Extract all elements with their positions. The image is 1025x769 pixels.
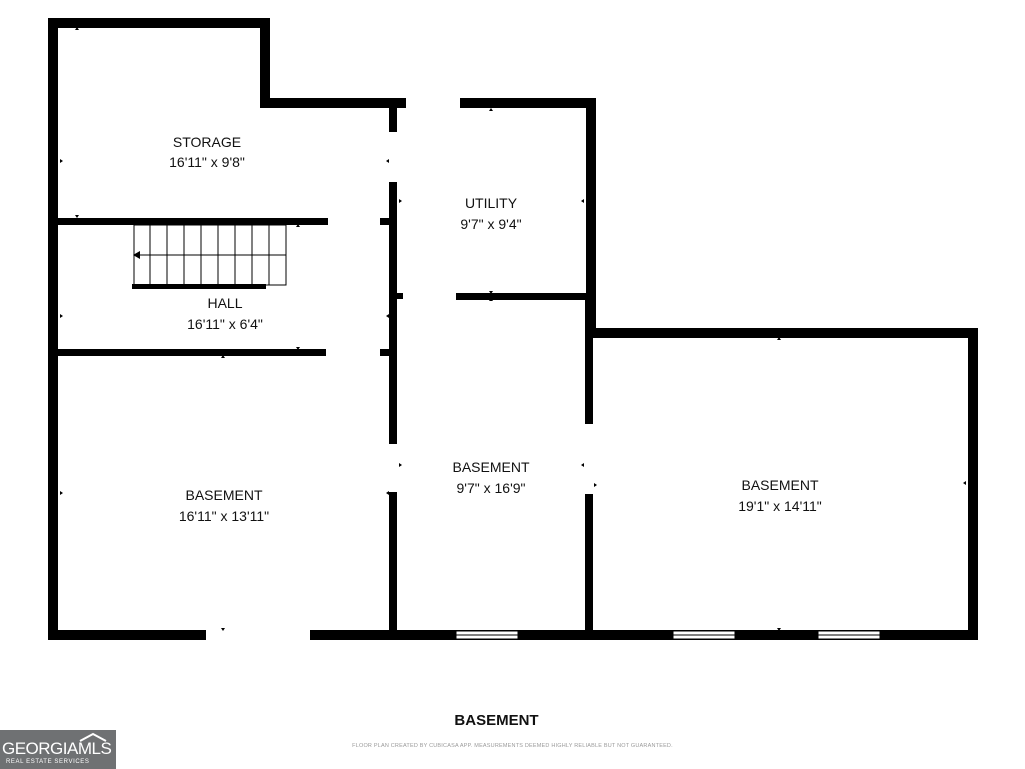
windows xyxy=(455,630,881,640)
walls xyxy=(48,18,978,640)
room-dims-basement-2: 9'7" x 16'9" xyxy=(457,480,526,496)
wall xyxy=(48,630,206,640)
wall xyxy=(48,18,58,640)
logo-accent-text: MLS xyxy=(77,739,112,758)
wall xyxy=(397,293,403,299)
plan-title: BASEMENT xyxy=(454,712,539,729)
wall xyxy=(58,218,328,225)
logo-main-text: GEORGIA xyxy=(2,739,78,758)
wall xyxy=(460,98,596,108)
room-dims-storage: 16'11" x 9'8" xyxy=(169,154,245,170)
logo-subtitle: REAL ESTATE SERVICES xyxy=(6,759,90,765)
room-name-basement-1: BASEMENT xyxy=(185,487,262,503)
room-name-utility: UTILITY xyxy=(465,195,518,211)
wall xyxy=(389,108,397,132)
wall xyxy=(48,18,270,28)
stair-arrow-icon xyxy=(133,251,140,259)
room-name-storage: STORAGE xyxy=(173,134,241,150)
room-dims-basement-1: 16'11" x 13'11" xyxy=(179,508,269,524)
georgia-mls-logo: GEORGIAMLS REAL ESTATE SERVICES xyxy=(0,730,116,769)
room-dims-hall: 16'11" x 6'4" xyxy=(187,316,263,332)
stair-rail xyxy=(132,284,266,289)
wall xyxy=(260,18,270,108)
wall xyxy=(456,293,588,300)
wall xyxy=(585,494,593,632)
wall xyxy=(260,98,406,108)
room-name-basement-2: BASEMENT xyxy=(452,459,529,475)
room-dims-utility: 9'7" x 9'4" xyxy=(460,216,521,232)
measurement-ticks xyxy=(60,27,966,631)
roof-icon xyxy=(79,732,107,742)
wall xyxy=(586,328,978,338)
wall xyxy=(968,328,978,640)
wall xyxy=(58,349,326,356)
room-name-basement-3: BASEMENT xyxy=(741,477,818,493)
wall xyxy=(389,492,397,632)
wall xyxy=(380,218,390,225)
wall xyxy=(380,349,390,356)
wall xyxy=(585,300,593,424)
staircase xyxy=(133,224,287,286)
room-dims-basement-3: 19'1" x 14'11" xyxy=(738,498,822,514)
room-name-hall: HALL xyxy=(207,295,242,311)
logo-wordmark: GEORGIAMLS xyxy=(2,739,112,759)
wall xyxy=(310,630,978,640)
disclaimer-text: FLOOR PLAN CREATED BY CUBICASA APP. MEAS… xyxy=(352,743,673,749)
wall xyxy=(389,182,397,444)
wall xyxy=(586,98,596,338)
